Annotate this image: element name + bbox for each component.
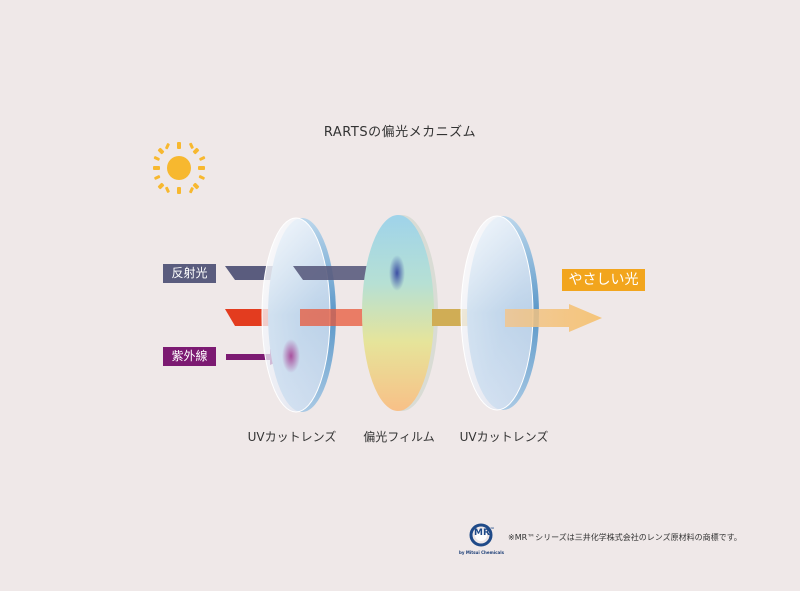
polarizing-film (362, 215, 438, 411)
lens-label-2: 偏光フィルム (363, 430, 435, 444)
mr-logo-subtitle: by Mitsui Chemicals (459, 550, 504, 555)
ultraviolet-label: 紫外線 (163, 347, 216, 366)
gentle-light-arrow (505, 304, 602, 332)
reflected-light-label: 反射光 (163, 264, 216, 283)
sun-icon (153, 142, 206, 194)
trademark-footnote: ※MR™シリーズは三井化学株式会社のレンズ原材料の商標です。 (508, 533, 742, 542)
uv-absorbed-glow (282, 339, 300, 373)
lens-label-1: UVカットレンズ (247, 430, 337, 444)
lens-label-3: UVカットレンズ (459, 430, 549, 444)
mr-logo-text: MR™ (474, 527, 495, 538)
diagram-title: RARTSの偏光メカニズム (323, 125, 477, 140)
gentle-light-label: やさしい光 (562, 269, 645, 291)
uv-cut-lens-2 (460, 215, 539, 411)
reflected-absorbed-glow (389, 255, 405, 291)
mr-logo-letters: MR (474, 528, 490, 538)
mr-logo-icon (469, 523, 493, 547)
mr-logo-tm: ™ (489, 527, 495, 533)
